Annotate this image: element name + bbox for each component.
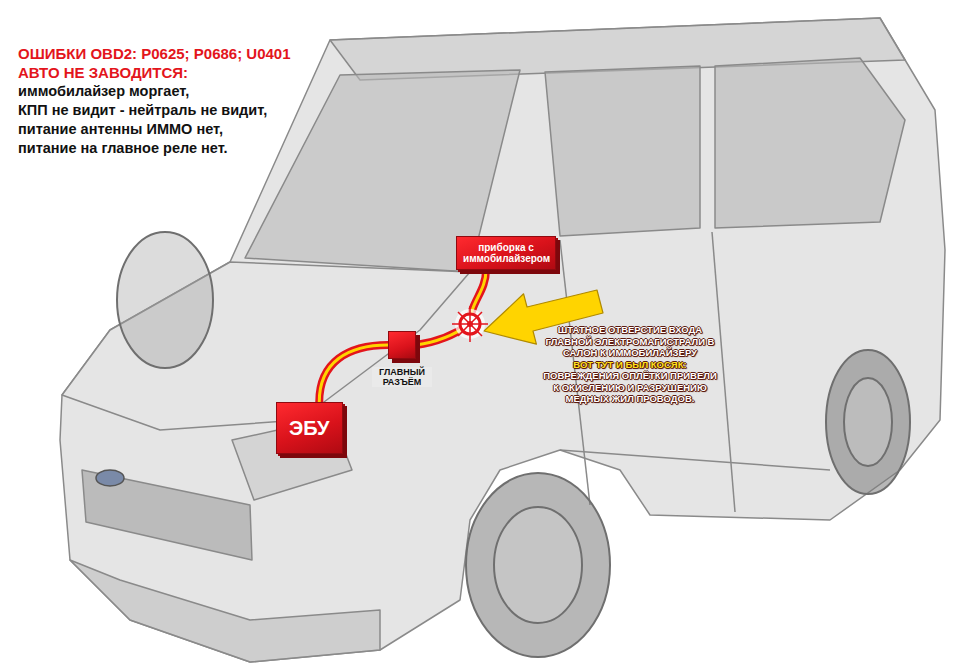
bumper [70,560,380,662]
callout-heading: ВОТ ТУТ И БЫЛ КОСЯК: [542,359,718,371]
sill-line [560,450,830,470]
status-heading: АВТО НЕ ЗАВОДИТСЯ: [16,63,190,82]
side-window [545,66,700,236]
grille [82,470,252,560]
main-connector: ГЛАВНЫЙ РАЗЪЁМ [372,331,432,387]
title-text: ОШИБКИ OBD2: P0625; P0686; U0401 [16,44,293,63]
wheel [117,232,213,368]
wire-core [416,270,486,345]
node-label: ГЛАВНЫЙ РАЗЪЁМ [372,367,432,387]
node-label: ЭБУ [289,417,330,439]
symptom-text: КПП не видит - нейтраль не видит, [16,101,269,120]
wheel [826,350,910,494]
wheel-rim [844,378,892,466]
node-label: приборка с иммобилайзером [463,242,550,264]
star-core [467,321,473,327]
badge [96,470,124,486]
symptom-text: питание на главное реле нет. [16,139,230,158]
callout-note: ШТАТНОЕ ОТВЕРСТИЕ ВХОДА ГЛАВНОЙ ЭЛЕКТРОМ… [542,324,718,405]
symptom-text: иммобилайзер моргает, [16,82,191,101]
ecu-box: ЭБУ [276,402,343,454]
callout-text: ШТАТНОЕ ОТВЕРСТИЕ ВХОДА ГЛАВНОЙ ЭЛЕКТРОМ… [542,324,718,359]
star-rays [452,306,488,342]
symptom-list: ОШИБКИ OBD2: P0625; P0686; U0401АВТО НЕ … [16,44,293,158]
dashboard-box: приборка с иммобилайзером [456,236,556,270]
wheels [117,232,910,657]
symptom-text: питание антенны ИММО нет, [16,120,225,139]
wire-sheath [416,270,486,345]
wire-harness [416,270,486,345]
callout-text: ПОВРЕЖДЕНИЯ ОПЛЁТКИ ПРИВЕЛИ К ОКИСЛЕНИЮ … [542,370,718,405]
connector-cube [388,331,416,359]
wheel-rim [494,507,582,623]
damage-star [452,306,488,342]
wheel [466,473,610,657]
side-window [715,58,905,228]
